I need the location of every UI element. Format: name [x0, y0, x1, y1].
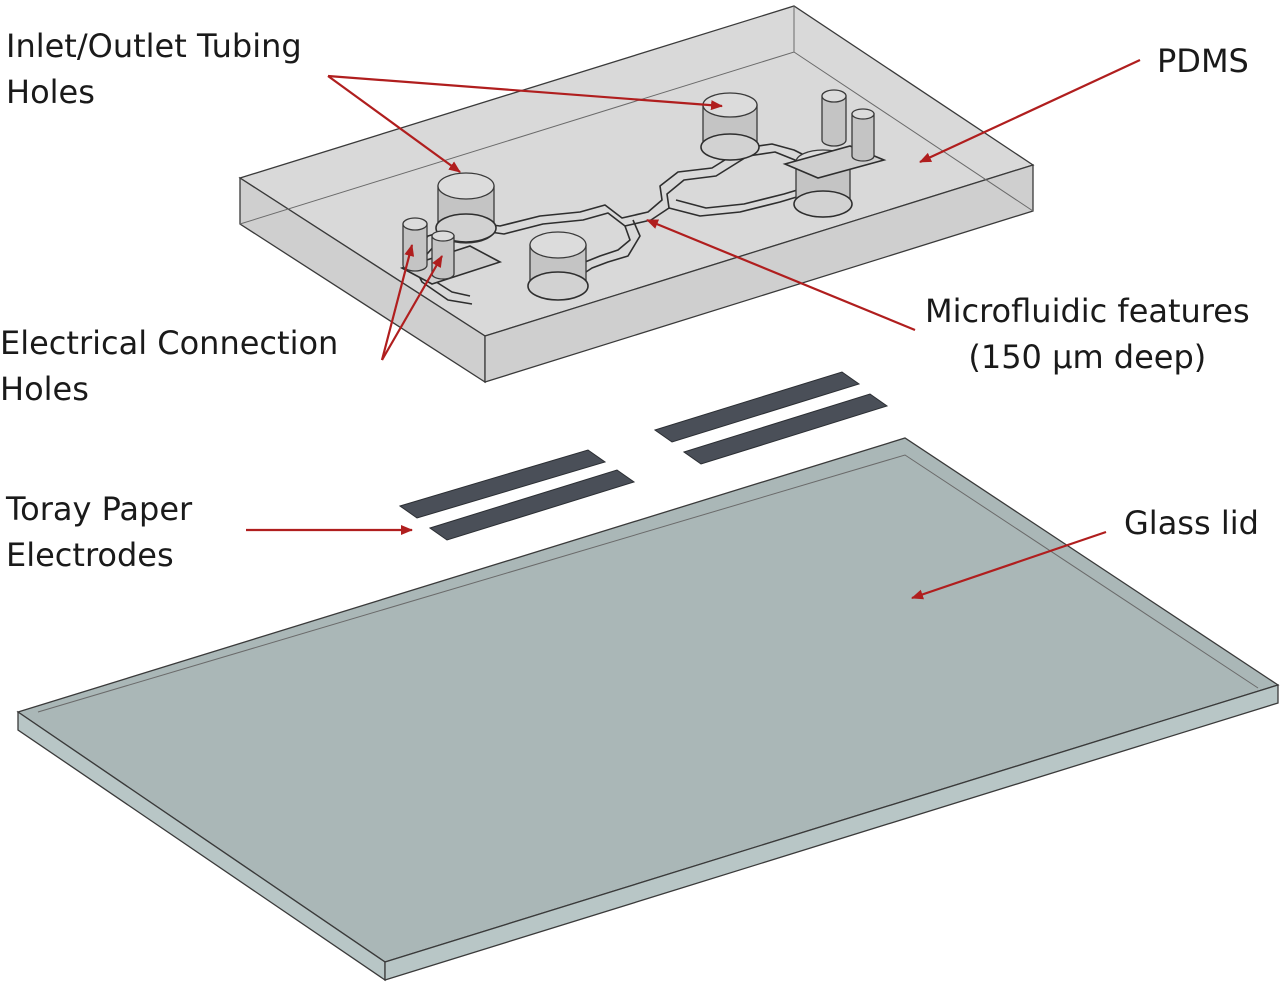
electrode-left-top: [398, 449, 607, 519]
electrode-right-bottom: [682, 393, 889, 465]
arrow-microfluidic: [646, 218, 916, 332]
electrical-hole-right-1: [821, 89, 847, 147]
pdms-block: [238, 5, 1035, 384]
label-glass-lid: Glass lid: [1124, 504, 1259, 542]
label-electrical-connection: Electrical Connection Holes: [0, 324, 339, 408]
electrode-right-top: [653, 371, 861, 443]
glass-lid-right-face: [384, 684, 1279, 981]
electrical-hole-left-2: [431, 230, 455, 280]
label-inlet-outlet: Inlet/Outlet Tubing Holes: [6, 27, 302, 111]
glass-lid-inner-edge: [37, 454, 1259, 713]
arrow-glass: [911, 530, 1107, 600]
tubing-hole-left: [435, 172, 497, 244]
arrow-electrical-2: [381, 255, 443, 361]
electrodes: [398, 371, 889, 541]
glass-lid: [16, 437, 1280, 982]
electrode-left-bottom: [428, 469, 636, 541]
label-pdms: PDMS: [1157, 42, 1249, 80]
arrow-pdms: [919, 59, 1141, 163]
electrical-hole-right-2: [851, 108, 875, 162]
label-toray-paper: Toray Paper Electrodes: [6, 490, 193, 574]
annotation-arrows: [246, 59, 1141, 600]
label-microfluidic: Microfluidic features (150 µm deep): [925, 292, 1250, 376]
tubing-hole-bottom: [527, 231, 589, 301]
tubing-hole-top: [700, 92, 760, 161]
arrow-inlet-right: [327, 74, 723, 111]
arrow-inlet-left: [327, 75, 461, 173]
arrow-electrical-1: [380, 244, 415, 361]
